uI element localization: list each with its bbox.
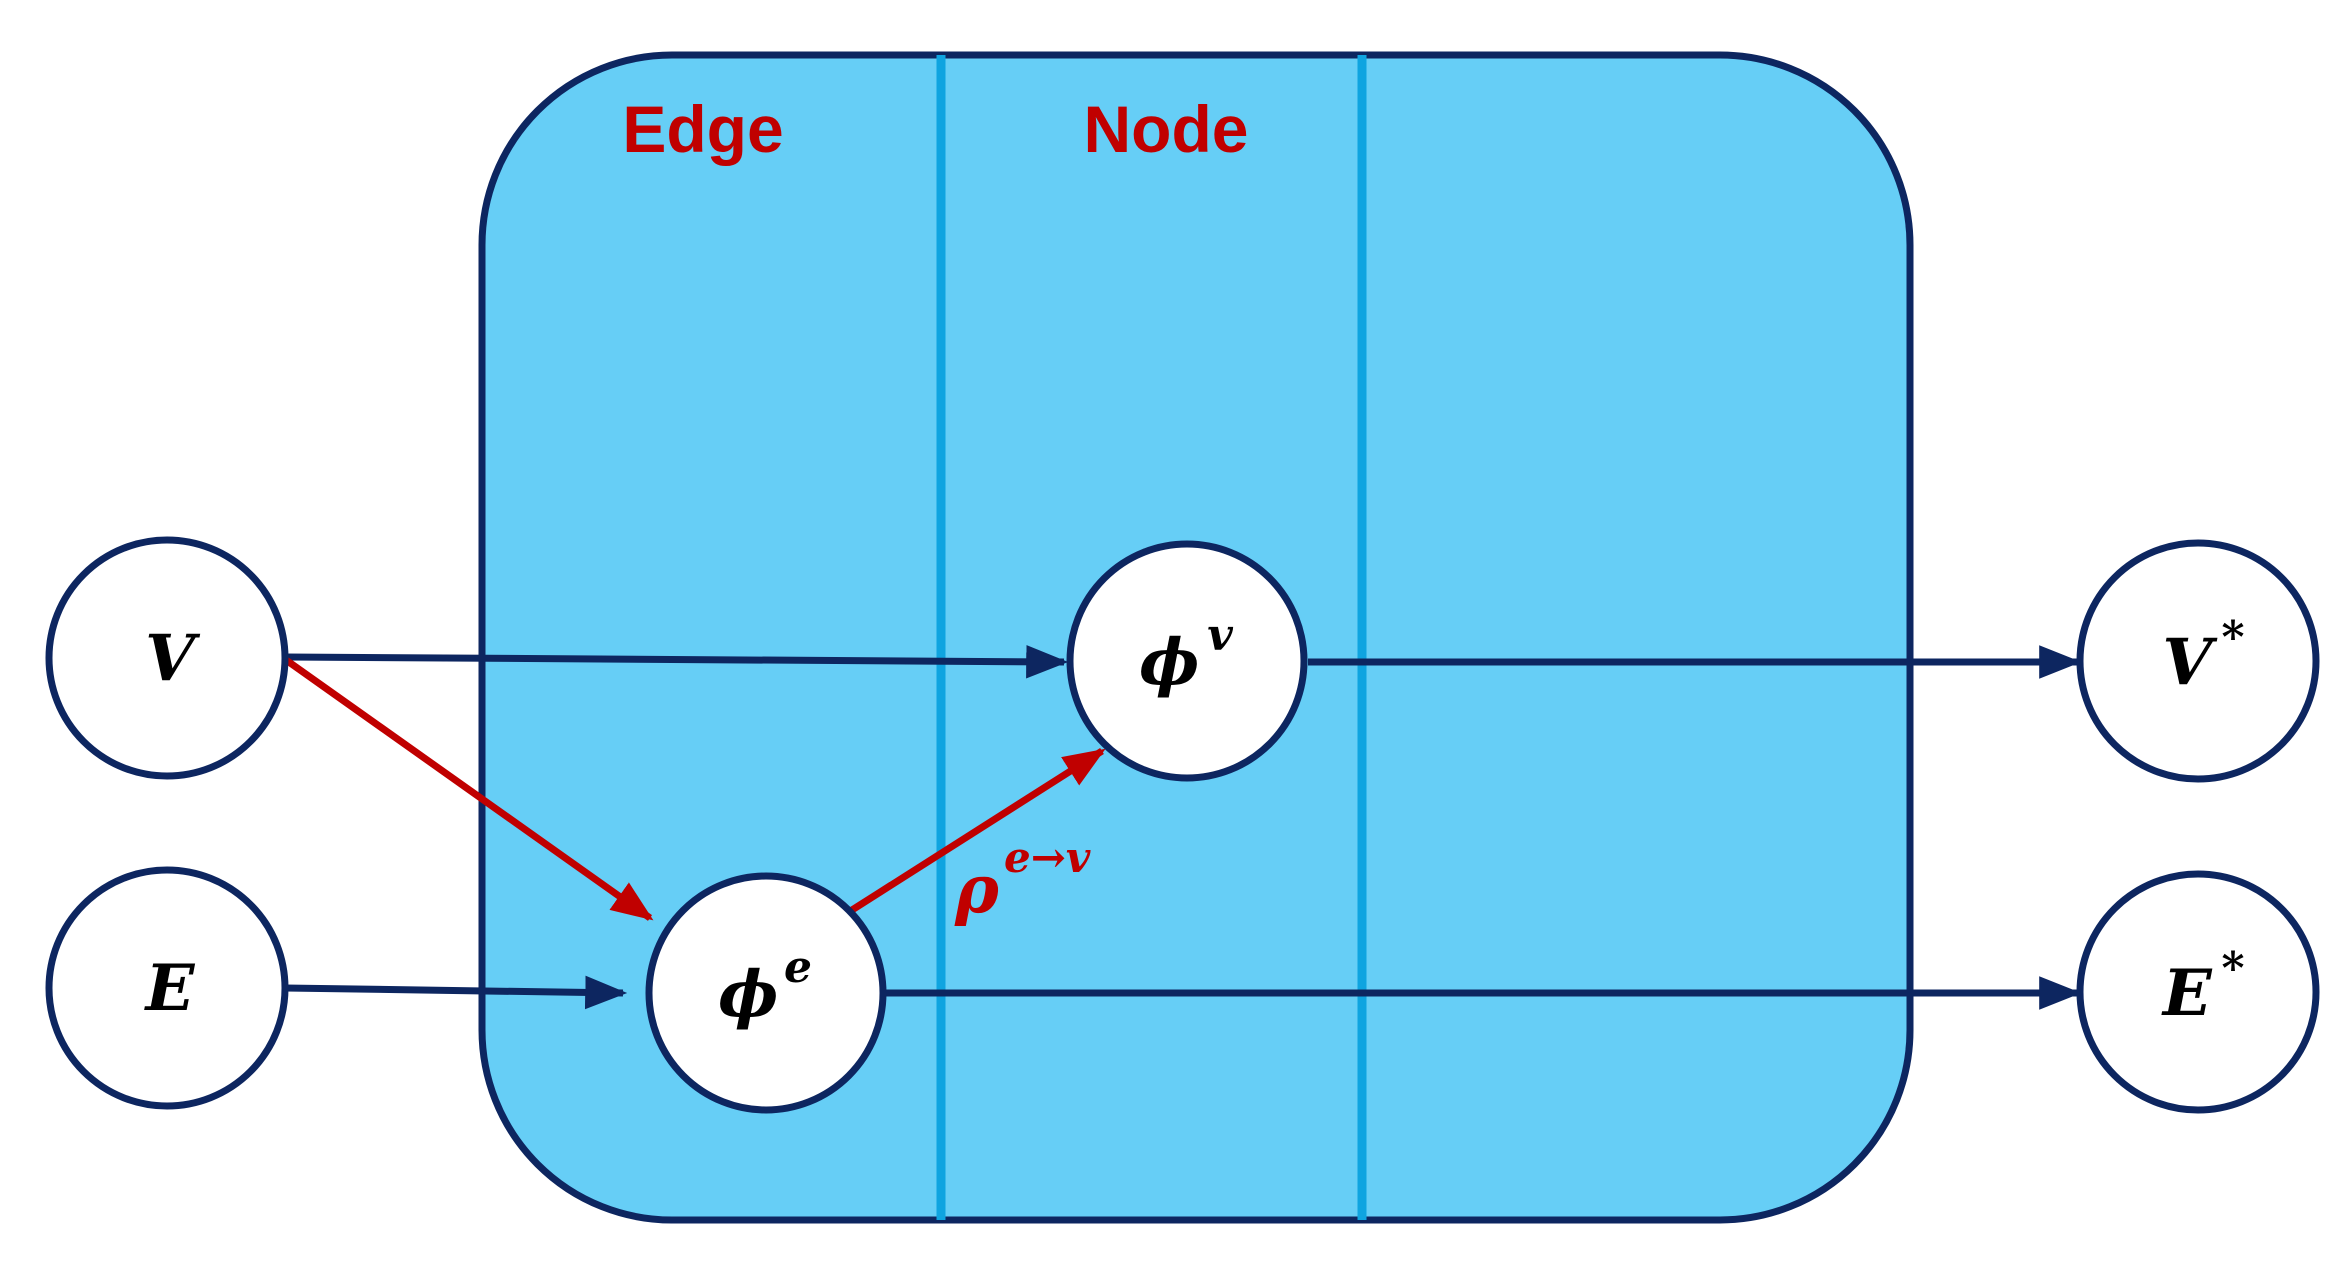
node-e-output-superscript: * <box>2221 943 2244 994</box>
node-e-input-symbol: E <box>144 951 196 1026</box>
node-phi-e-superscript: e <box>784 942 812 993</box>
svg-text:V: V <box>145 621 201 696</box>
svg-text:E: E <box>144 951 196 1026</box>
aggregation-label: ρ e→v <box>954 833 1091 928</box>
node-v-output-symbol: V <box>2162 625 2218 700</box>
arrow-v-to-phi-e <box>283 657 654 921</box>
aggregation-label-main: ρ <box>954 850 1000 928</box>
node-v-input-symbol: V <box>145 621 201 696</box>
node-v-input: V <box>45 536 289 780</box>
section-label-edge: Edge <box>622 92 783 166</box>
node-phi-v: ϕ v <box>1066 540 1308 782</box>
node-phi-e: ϕ e <box>645 872 887 1114</box>
node-phi-v-superscript: v <box>1207 610 1233 661</box>
node-phi-e-symbol: ϕ <box>718 957 778 1032</box>
svg-text:ϕ e: ϕ e <box>718 942 812 1032</box>
aggregation-label-sup: e→v <box>1004 833 1091 882</box>
arrow-v-to-phi-v <box>285 644 1069 679</box>
section-label-node: Node <box>1084 92 1249 166</box>
svg-text:ϕ v: ϕ v <box>1139 610 1233 700</box>
arrow-phi-e-to-phi-v <box>850 748 1106 913</box>
node-e-input: E <box>45 866 289 1110</box>
node-phi-v-symbol: ϕ <box>1139 625 1199 700</box>
svg-text:E *: E * <box>2161 943 2245 1031</box>
node-e-output: E * <box>2076 870 2320 1114</box>
node-v-output-superscript: * <box>2221 612 2244 663</box>
node-e-output-symbol: E <box>2161 956 2213 1031</box>
node-v-output: V * <box>2076 539 2320 783</box>
svg-text:V *: V * <box>2162 612 2244 700</box>
arrow-e-to-phi-e <box>284 975 628 1010</box>
